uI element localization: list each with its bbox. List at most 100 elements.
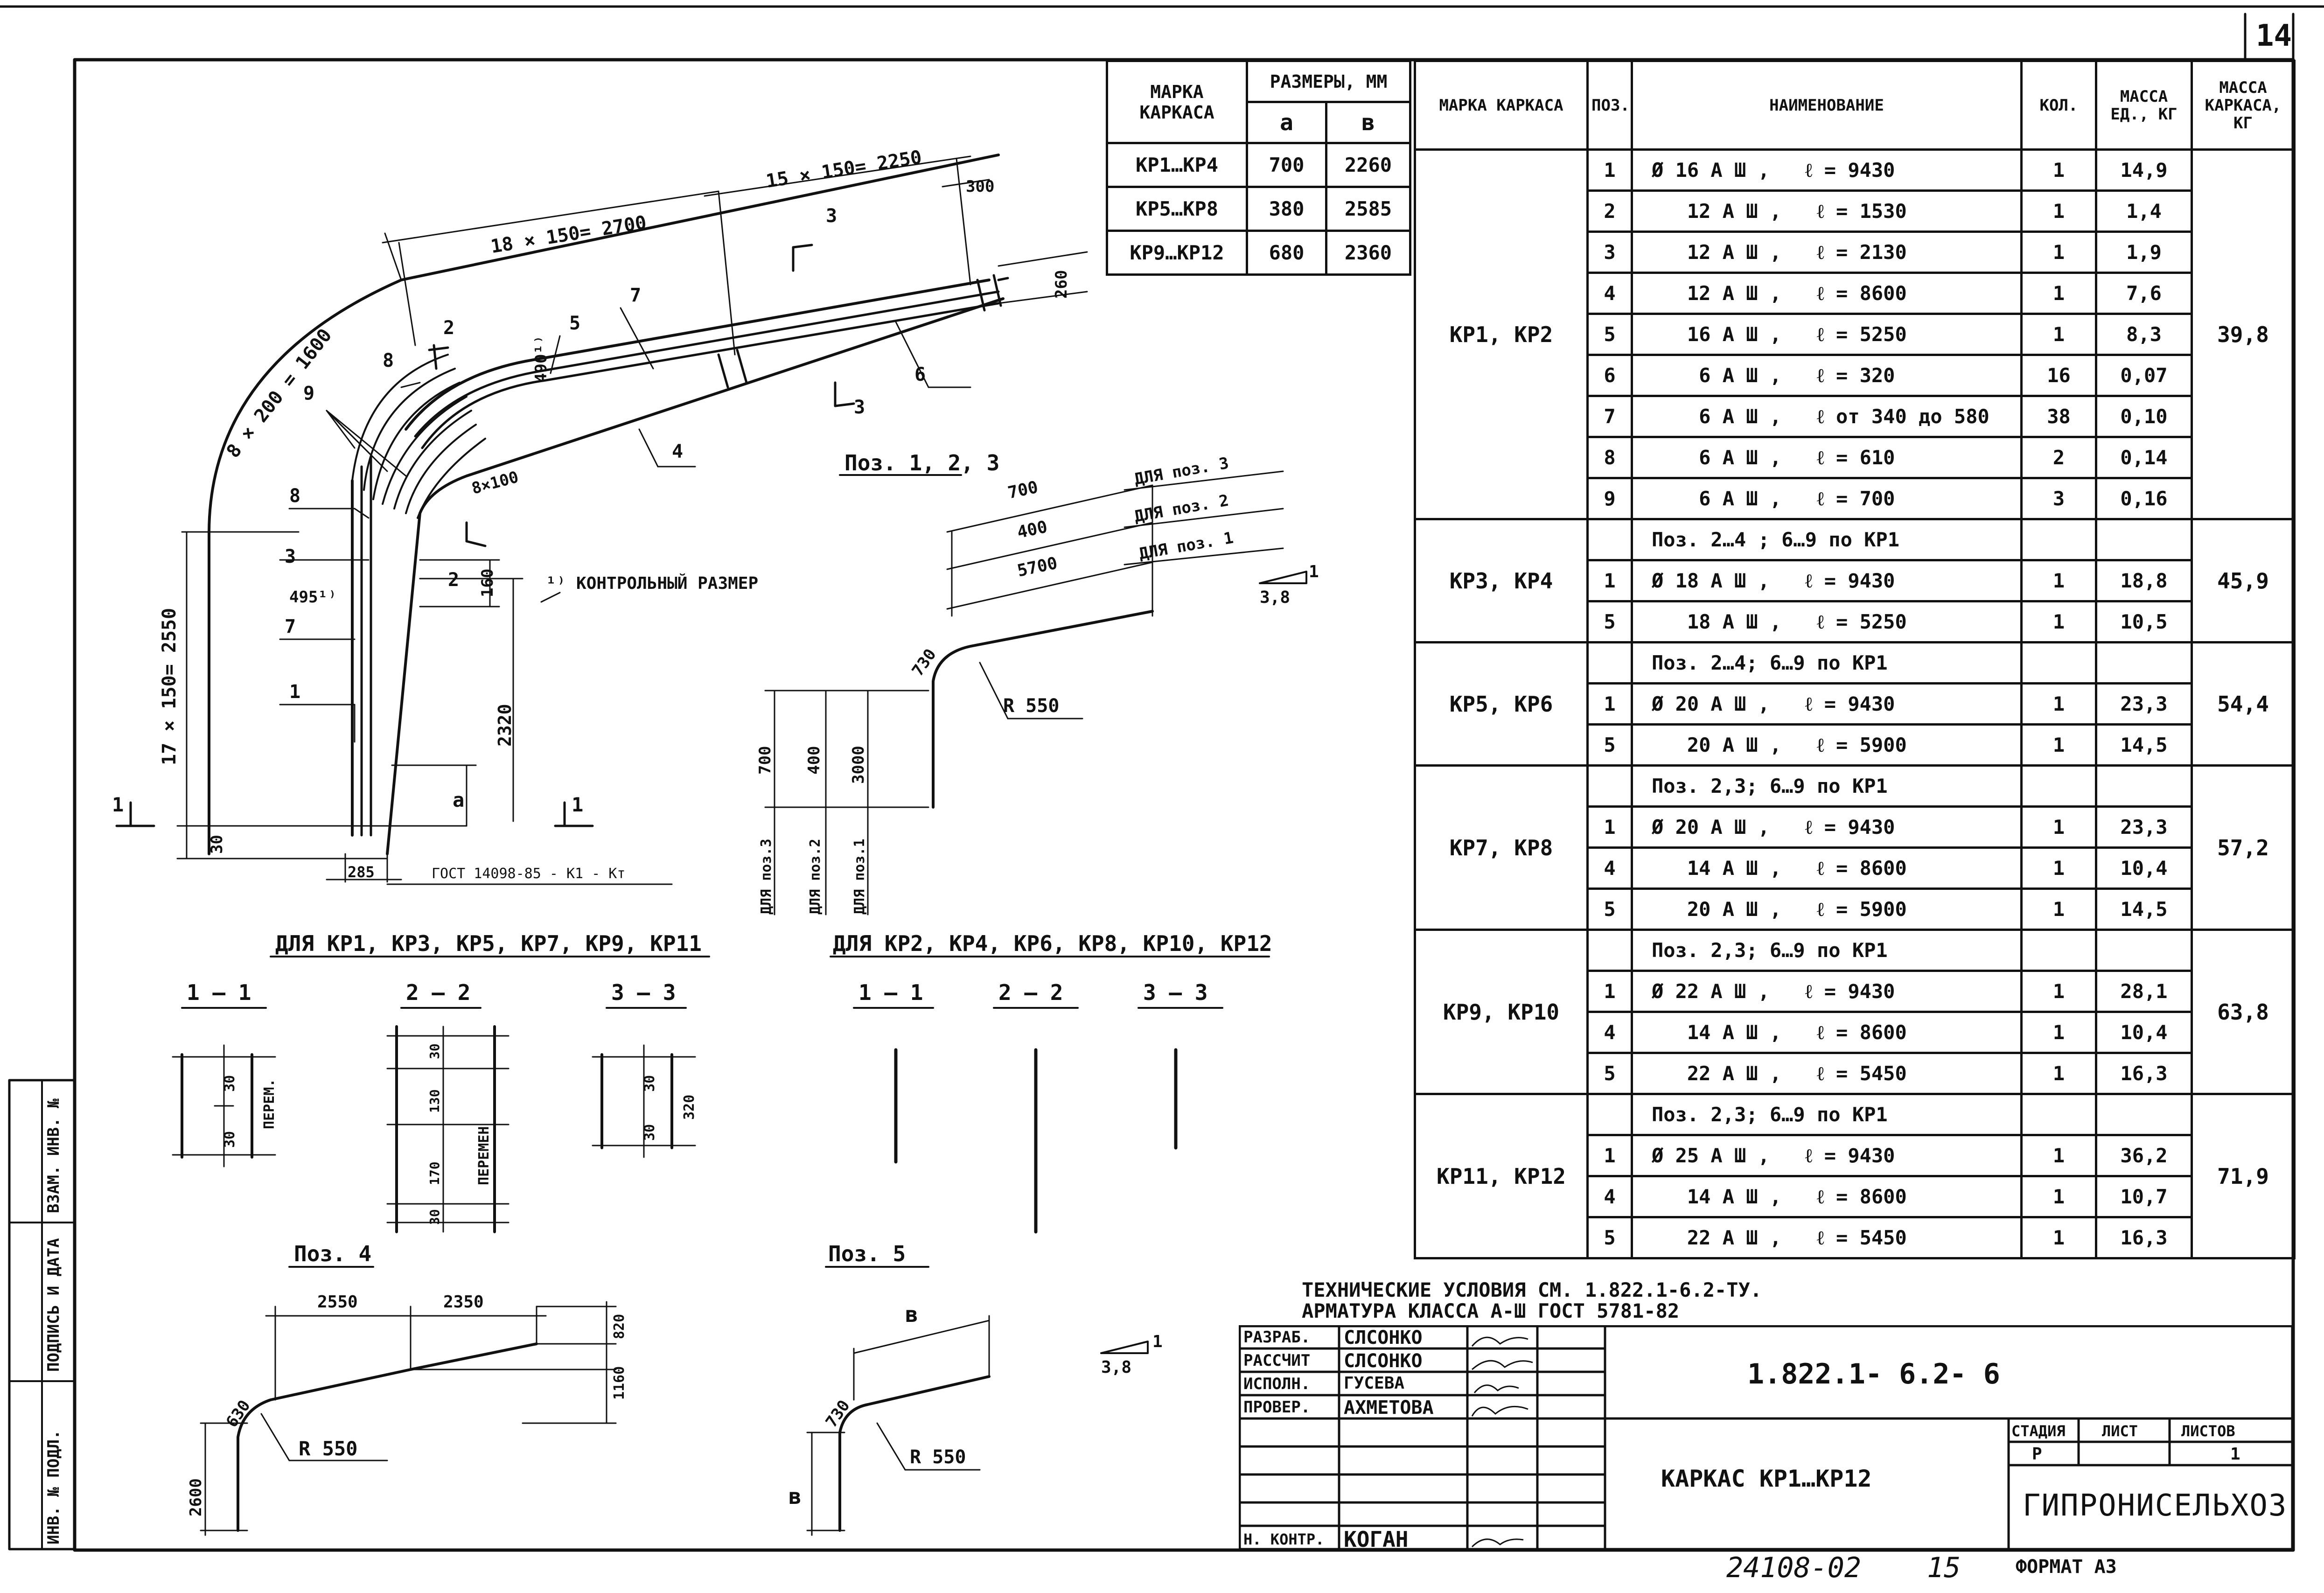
callout-2: 2 [448,569,460,591]
spec-unit-mass: 1,4 [2095,189,2193,233]
spec-unit-mass: 28,1 [2095,970,2193,1013]
spec-qty: 3 [2020,477,2097,520]
gost-weld-note: ГОСТ 14098-85 - К1 - Кт [432,866,626,882]
spec-qty: 1 [2020,231,2097,274]
pos123-vfor2: ДЛЯ поз.2 [807,838,824,915]
spec-unit-mass: 36,2 [2095,1134,2193,1177]
slope-numerator: 1 [1309,562,1319,581]
spec-name: Ø 16 А Ш , ℓ = 9430 [1631,148,2023,192]
spec-pos: 4 [1586,1175,1633,1218]
spec-group-reference: Поз. 2…4; 6…9 по КР1 [1631,641,2023,685]
spec-pos-empty [1586,929,1633,972]
spec-pos: 5 [1586,600,1633,643]
spec-unit-mass: 23,3 [2095,682,2193,726]
dim-30: 30 [208,835,226,854]
spec-pos: 4 [1586,846,1633,890]
pos4-title: Поз. 4 [294,1241,372,1266]
role-norm-control: Н. КОНТР. [1243,1530,1325,1548]
spec-unit-mass: 0,16 [2095,477,2193,520]
spec-pos-empty [1586,764,1633,808]
spec-name: Ø 22 А Ш , ℓ = 9430 [1631,970,2023,1013]
spec-pos: 9 [1586,477,1633,520]
frames-a: 700 [1246,142,1327,188]
name-developer: СЛСОНКО [1344,1327,1423,1348]
frames-mark: КР1…КР4 [1106,142,1248,188]
spec-unit-mass: 0,10 [2095,395,2193,438]
sec11-dim-30b: 30 [222,1131,238,1148]
spec-qty-empty [2020,1093,2097,1136]
spec-unit-mass: 18,8 [2095,559,2193,602]
spec-frame-mass: 39,8 [2191,148,2296,520]
pos123-vfor1: ДЛЯ поз.1 [851,838,868,915]
frames-a: 680 [1246,230,1327,276]
spec-group-reference: Поз. 2,3; 6…9 по КР1 [1631,1093,2023,1136]
section-2-2-left: 2 – 2 [406,980,471,1005]
frames-header-mark: МАРКА КАРКАСА [1106,60,1248,144]
frames-header-dims: РАЗМЕРЫ, ММ [1245,60,1412,103]
pos123-v3000: 3000 [849,746,868,784]
spec-pos: 7 [1586,395,1633,438]
callout-2: 2 [443,317,455,339]
callout-7: 7 [285,616,296,637]
sheet-label: ЛИСТ [2102,1422,2138,1440]
callout-5: 5 [569,313,581,334]
callout-7: 7 [630,285,642,306]
spec-frame-mass: 45,9 [2191,518,2296,643]
spec-header-name: НАИМЕНОВАНИЕ [1631,60,2023,151]
spec-unit-mass: 14,5 [2095,723,2193,767]
spec-pos: 6 [1586,354,1633,397]
frames-mark: КР9…КР12 [1106,230,1248,276]
spec-qty-empty [2020,764,2097,808]
spec-name: 12 А Ш , ℓ = 1530 [1631,189,2023,233]
sheet-format: ФОРМАТ А3 [2016,1556,2117,1578]
title-block: РАЗРАБ. РАССЧИТ ИСПОЛН. ПРОВЕР. СЛСОНКО … [1239,1325,2293,1552]
spec-mass-empty [2095,641,2193,685]
spec-header-mark: МАРКА КАРКАСА [1414,60,1589,151]
spec-unit-mass: 10,4 [2095,1011,2193,1054]
spec-mass-empty [2095,518,2193,561]
frames-a: 380 [1246,186,1327,232]
sec22-perem: ПЕРЕМЕН [476,1126,492,1185]
spec-frame-mass: 54,4 [2191,641,2296,767]
spec-unit-mass: 16,3 [2095,1052,2193,1095]
spec-pos: 1 [1586,1134,1633,1177]
frames-col-a: a [1246,101,1327,144]
spec-name: 12 А Ш , ℓ = 2130 [1631,231,2023,274]
spec-name: 6 А Ш , ℓ = 700 [1631,477,2023,520]
spec-name: Ø 20 А Ш , ℓ = 9430 [1631,682,2023,726]
pos4-dim-820: 820 [611,1314,628,1339]
spec-qty: 1 [2020,148,2097,192]
sec22-dim-30a: 30 [427,1043,442,1059]
spec-pos: 1 [1586,148,1633,192]
spec-pos: 3 [1586,231,1633,274]
stamp-replacement: ВЗАМ. ИНВ. № [44,1098,63,1213]
pos5-title: Поз. 5 [828,1241,906,1266]
spec-name: Ø 18 А Ш , ℓ = 9430 [1631,559,2023,602]
dim-285: 285 [348,863,375,881]
spec-pos: 1 [1586,559,1633,602]
slope-denominator-2: 3,8 [1101,1358,1132,1377]
sec33-dim-320: 320 [681,1094,698,1120]
spec-name: 14 А Ш , ℓ = 8600 [1631,846,2023,890]
role-developer: РАЗРАБ. [1243,1328,1311,1347]
spec-frame-mark: КР11, КР12 [1414,1093,1589,1259]
spec-header-pos: ПОЗ. [1586,60,1633,151]
callout-3: 3 [285,546,296,567]
spec-pos-empty [1586,641,1633,685]
stamp-inventory: ИНВ. № ПОДЛ. [44,1430,63,1544]
spec-name: Ø 25 А Ш , ℓ = 9430 [1631,1134,2023,1177]
